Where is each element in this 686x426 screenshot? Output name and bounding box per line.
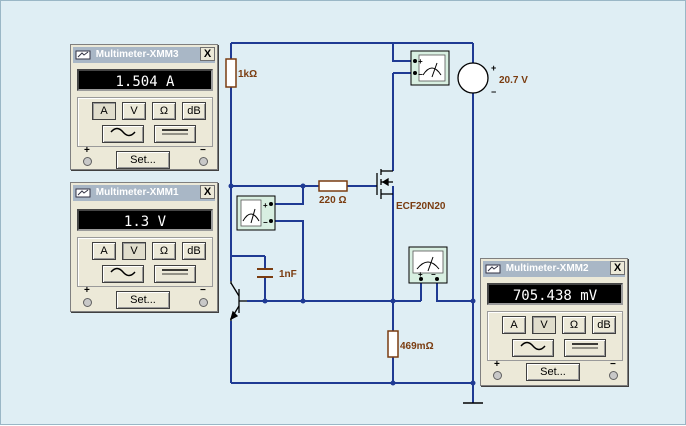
ac-button[interactable] — [102, 265, 144, 283]
mode-ohms-button[interactable]: Ω — [562, 316, 586, 334]
junction — [390, 380, 396, 386]
mode-db-button[interactable]: dB — [592, 316, 616, 334]
set-button[interactable]: Set... — [116, 291, 170, 309]
svg-text:+: + — [418, 57, 423, 66]
mode-controls: A V Ω dB — [77, 237, 213, 287]
plus-terminal-label: + — [84, 145, 90, 156]
ac-button[interactable] — [512, 339, 554, 357]
junction — [262, 298, 268, 304]
mode-ohms-button[interactable]: Ω — [152, 102, 176, 120]
resistor-1k[interactable] — [225, 58, 237, 88]
svg-text:−: − — [431, 270, 436, 279]
minus-terminal[interactable] — [199, 157, 208, 166]
dc-button[interactable] — [564, 339, 606, 357]
mode-controls: A V Ω dB — [77, 97, 213, 147]
mode-db-button[interactable]: dB — [182, 102, 206, 120]
label-r-gate: 220 Ω — [319, 195, 346, 206]
wire-vm2-right — [436, 283, 473, 302]
svg-text:+: + — [418, 270, 423, 279]
meter-symbol-xmm3[interactable] — [410, 50, 450, 86]
mode-volts-button[interactable]: V — [122, 242, 146, 260]
multimeter-app-icon — [485, 264, 501, 274]
junction — [470, 298, 476, 304]
meter-symbol-xmm2[interactable] — [408, 246, 448, 284]
resistor-469m[interactable] — [387, 330, 399, 358]
mode-controls: A V Ω dB — [487, 311, 623, 361]
minus-terminal-label: − — [200, 145, 206, 156]
junction — [300, 183, 306, 189]
junction — [470, 380, 476, 386]
mode-amps-button[interactable]: A — [502, 316, 526, 334]
junction — [390, 298, 396, 304]
multimeter-app-icon — [75, 50, 91, 60]
junctions — [228, 183, 476, 386]
dc-line-icon — [162, 129, 188, 135]
window-title: Multimeter-XMM2 — [505, 263, 589, 274]
multimeter-app-icon — [75, 188, 91, 198]
mode-volts-button[interactable]: V — [122, 102, 146, 120]
wire-ammeter-in — [392, 43, 413, 62]
title-bar[interactable]: Multimeter-XMM1 X — [73, 185, 215, 201]
sine-wave-icon — [110, 267, 136, 277]
mode-ohms-button[interactable]: Ω — [152, 242, 176, 260]
wire-vm1-minus — [275, 220, 304, 301]
minus-terminal[interactable] — [199, 298, 208, 307]
junction — [228, 183, 234, 189]
mode-volts-button[interactable]: V — [532, 316, 556, 334]
junction — [300, 298, 306, 304]
reading-display: 1.504 A — [77, 69, 213, 91]
reading-display: 705.438 mV — [487, 283, 623, 305]
close-button[interactable]: X — [610, 261, 625, 275]
sine-wave-icon — [110, 127, 136, 137]
wire-vm1-plus — [275, 186, 304, 205]
svg-text:−: − — [418, 70, 423, 79]
capacitor-1nf[interactable] — [257, 268, 273, 278]
minus-terminal-label: − — [610, 359, 616, 370]
transistor-bjt[interactable] — [229, 281, 247, 321]
svg-text:+: + — [491, 63, 496, 73]
label-r-source: 469mΩ — [400, 341, 434, 352]
dc-supply[interactable]: + − — [457, 62, 496, 97]
ac-button[interactable] — [102, 125, 144, 143]
label-capacitor: 1nF — [279, 269, 297, 280]
resistor-220[interactable] — [318, 180, 348, 192]
title-bar[interactable]: Multimeter-XMM2 X — [483, 261, 625, 277]
sine-wave-icon — [520, 341, 546, 351]
meter-terminal-marks: + − + − + − — [263, 57, 436, 279]
window-title: Multimeter-XMM3 — [95, 49, 179, 60]
label-supply: 20.7 V — [499, 75, 528, 86]
title-bar[interactable]: Multimeter-XMM3 X — [73, 47, 215, 63]
label-mosfet: ECF20N20 — [396, 201, 446, 212]
dc-button[interactable] — [154, 125, 196, 143]
set-button[interactable]: Set... — [526, 363, 580, 381]
label-r-top: 1kΩ — [238, 69, 257, 80]
close-button[interactable]: X — [200, 47, 215, 61]
svg-text:−: − — [263, 218, 268, 227]
plus-terminal-label: + — [494, 359, 500, 370]
mode-amps-button[interactable]: A — [92, 102, 116, 120]
plus-terminal[interactable] — [493, 371, 502, 380]
close-button[interactable]: X — [200, 185, 215, 199]
mosfet-ecf20n20[interactable] — [376, 169, 393, 199]
svg-text:−: − — [491, 87, 496, 97]
window-title: Multimeter-XMM1 — [95, 187, 179, 198]
minus-terminal[interactable] — [609, 371, 618, 380]
dc-line-icon — [572, 343, 598, 349]
mode-amps-button[interactable]: A — [92, 242, 116, 260]
set-button[interactable]: Set... — [116, 151, 170, 169]
plus-terminal-label: + — [84, 285, 90, 296]
minus-terminal-label: − — [200, 285, 206, 296]
svg-text:+: + — [263, 201, 268, 210]
multimeter-window-xmm1[interactable]: Multimeter-XMM1 X 1.3 V A V Ω dB + − Set… — [70, 182, 218, 312]
reading-display: 1.3 V — [77, 209, 213, 231]
plus-terminal[interactable] — [83, 157, 92, 166]
multimeter-window-xmm3[interactable]: Multimeter-XMM3 X 1.504 A A V Ω dB + − S… — [70, 44, 218, 170]
dc-line-icon — [162, 269, 188, 275]
mode-db-button[interactable]: dB — [182, 242, 206, 260]
multimeter-window-xmm2[interactable]: Multimeter-XMM2 X 705.438 mV A V Ω dB + … — [480, 258, 628, 386]
dc-button[interactable] — [154, 265, 196, 283]
plus-terminal[interactable] — [83, 298, 92, 307]
meter-symbol-xmm1[interactable] — [236, 195, 276, 231]
